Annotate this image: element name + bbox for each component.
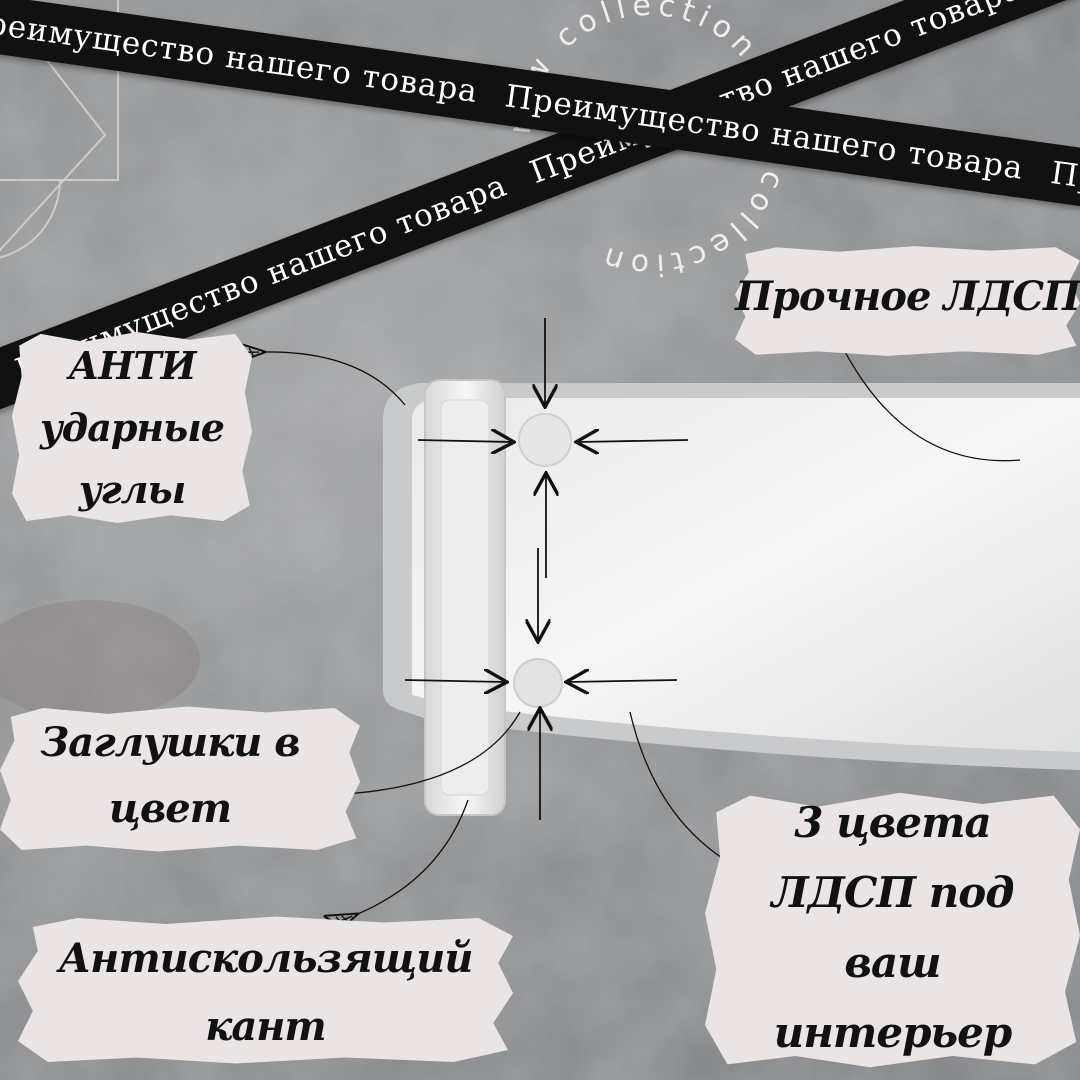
plug-top — [518, 413, 572, 467]
callout-anti-impact-line: углы — [78, 467, 187, 512]
callout-durable: Прочное ЛДСП — [735, 273, 1080, 320]
brush-bg — [735, 246, 1080, 356]
brush-bg — [12, 331, 252, 524]
brush-bg — [0, 706, 360, 852]
callout-colors-line: интерьер — [773, 1008, 1012, 1057]
callout-plugs-line: цвет — [108, 785, 232, 832]
geometric-outline-icon — [0, 0, 119, 259]
brush-bg — [705, 792, 1080, 1068]
callout-antislip-line: Антискользящий — [58, 935, 474, 982]
callout-anti-impact: АНТИ ударные углы — [12, 335, 252, 521]
callout-colors-line: ваш — [844, 938, 941, 987]
callout-colors-line: 3 цвета — [794, 798, 992, 847]
callout-antislip: Антискользящий кант — [18, 925, 513, 1061]
callout-anti-impact-line: ударные — [40, 405, 225, 450]
callout-colors-line: ЛДСП под — [771, 868, 1015, 917]
brush-bg — [18, 916, 513, 1064]
callout-colors: 3 цвета ЛДСП под ваш интерьер — [705, 788, 1080, 1068]
callout-plugs-line: Заглушки в — [40, 719, 300, 766]
arrow-icon — [404, 318, 689, 820]
callout-anti-impact-line: АНТИ — [68, 343, 196, 388]
callout-plugs: Заглушки в цвет — [0, 710, 340, 842]
callout-antislip-line: кант — [205, 1003, 326, 1050]
